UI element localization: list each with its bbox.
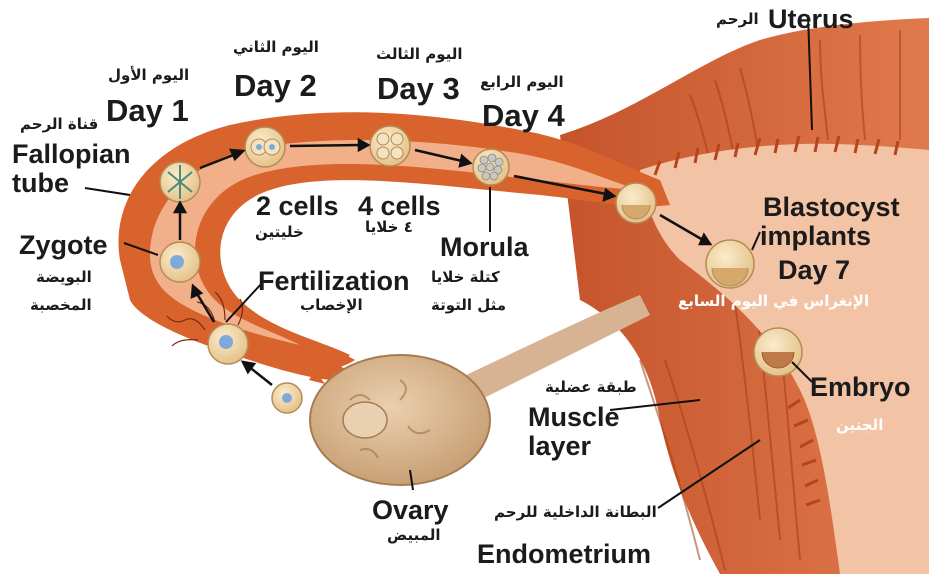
two-cells-arabic-label: خليتين	[255, 225, 304, 240]
morula-arabic-label-2: مثل التوتة	[431, 298, 506, 313]
muscle-label: Muscle	[528, 404, 620, 431]
day4-label: Day 4	[482, 100, 565, 131]
day3-arabic-label: اليوم الثالث	[376, 47, 463, 62]
zygote-arabic-label-1: البويضة	[36, 270, 92, 285]
implantation-arabic-label: الإنغراس في اليوم السابع	[678, 294, 869, 309]
fallopian-label: Fallopian	[12, 141, 131, 168]
fertilization-arabic-label: الإخصاب	[300, 298, 363, 313]
day1-label: Day 1	[106, 95, 189, 126]
uterus-arabic-label: الرحم	[716, 12, 759, 27]
zygote-arabic-label-2: المخصبة	[30, 298, 92, 313]
tube-label: tube	[12, 170, 69, 197]
implants-label: implants	[760, 223, 871, 250]
day3-label: Day 3	[377, 73, 460, 104]
day2-label: Day 2	[234, 70, 317, 101]
blastocyst-label: Blastocyst	[763, 194, 900, 221]
day2-arabic-label: اليوم الثاني	[233, 40, 319, 55]
endometrium-arabic-label: البطانة الداخلية للرحم	[494, 505, 657, 520]
four-cell-stage	[370, 126, 410, 166]
layer-label: layer	[528, 433, 591, 460]
day1-arabic-label: اليوم الأول	[108, 68, 189, 83]
uterus-label: Uterus	[768, 6, 854, 33]
ovary-label: Ovary	[372, 497, 449, 524]
zygote-label: Zygote	[19, 232, 108, 259]
two-cells-label: 2 cells	[256, 193, 339, 220]
fallopian-tube-arabic-label: قناة الرحم	[20, 117, 98, 132]
morula-label: Morula	[440, 234, 529, 261]
fertilization-label: Fertilization	[258, 268, 410, 295]
day4-arabic-label: اليوم الرابع	[480, 75, 564, 90]
day7-label: Day 7	[778, 257, 850, 284]
ovary-arabic-label: المبيض	[387, 528, 441, 543]
morula-arabic-label-1: كتلة خلايا	[431, 270, 500, 285]
endometrium-label: Endometrium	[477, 541, 651, 568]
embryo-arabic-label: الجنين	[836, 418, 883, 433]
four-cells-arabic-label: ٤ خلايا	[365, 220, 413, 235]
four-cells-label: 4 cells	[358, 193, 441, 220]
muscle-layer-arabic-label: طبقة عضلية	[545, 380, 637, 395]
ovary-shape	[310, 355, 490, 485]
embryo-label: Embryo	[810, 374, 911, 401]
